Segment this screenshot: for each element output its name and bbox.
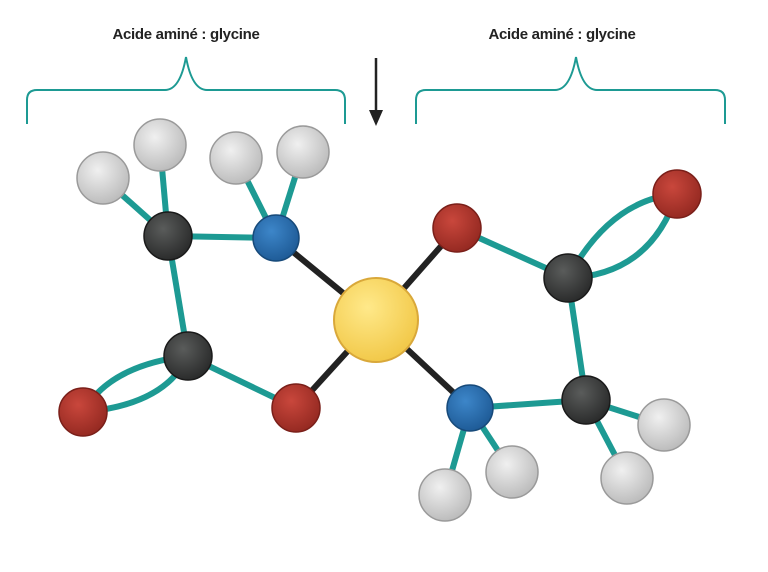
hydrogen-atom <box>600 451 654 505</box>
left-glycine-label: Acide aminé : glycine <box>112 26 260 43</box>
nitrogen-atom <box>446 384 494 432</box>
carbon-atom <box>143 211 193 261</box>
oxygen-atom <box>58 387 108 437</box>
metal-ion <box>333 277 419 363</box>
hydrogen-atom <box>209 131 263 185</box>
left-brace <box>26 56 346 124</box>
oxygen-atom <box>271 383 321 433</box>
hydrogen-atom <box>133 118 187 172</box>
oxygen-atom <box>652 169 702 219</box>
hydrogen-atom <box>485 445 539 499</box>
hydrogen-atom <box>76 151 130 205</box>
right-brace <box>415 56 726 124</box>
carbon-atom <box>163 331 213 381</box>
hydrogen-atom <box>418 468 472 522</box>
hydrogen-atom <box>276 125 330 179</box>
down-arrow-icon <box>369 58 383 126</box>
carbon-atom <box>561 375 611 425</box>
right-glycine-label: Acide aminé : glycine <box>488 26 636 43</box>
oxygen-atom <box>432 203 482 253</box>
carbon-atom <box>543 253 593 303</box>
nitrogen-atom <box>252 214 300 262</box>
hydrogen-atom <box>637 398 691 452</box>
